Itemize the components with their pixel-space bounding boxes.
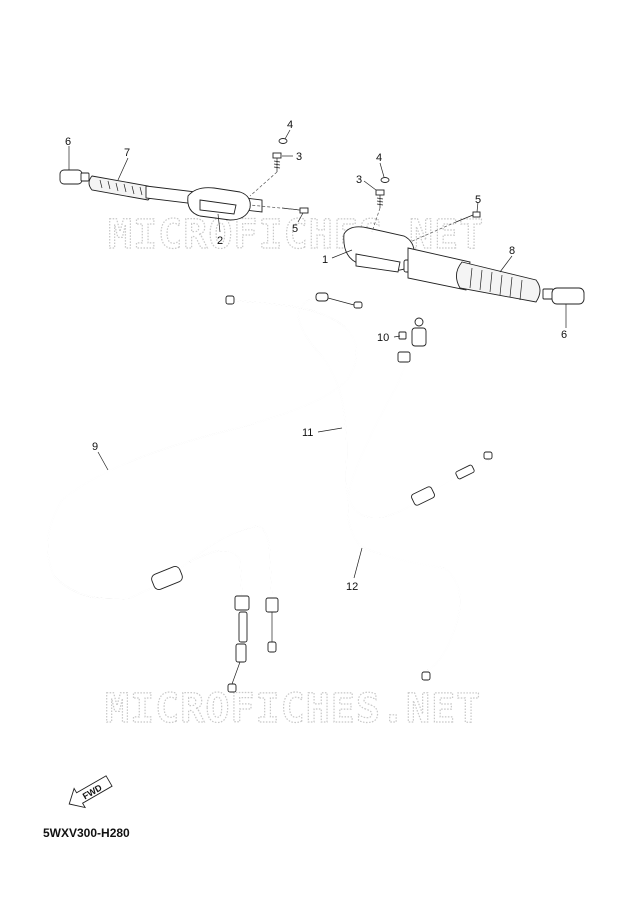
callout-5-left: 5 [292,223,298,235]
cable-junction [151,525,279,693]
callout-9: 9 [92,441,98,453]
right-screw-5 [455,211,481,223]
callout-12: 12 [346,581,358,593]
diagram-code: 5WXV300-H280 [43,826,130,840]
callout-8: 8 [509,245,515,257]
left-bar-end-weight [59,169,90,185]
callout-3-left: 3 [296,151,302,163]
watermark-top: MICROFICHES.NET [108,212,484,258]
callout-7: 7 [124,147,130,159]
callout-6-right: 6 [561,329,567,341]
callout-11: 11 [302,427,313,439]
cable-12 [346,317,461,681]
part-10-bolt [398,331,407,340]
left-screw-3 [272,152,282,172]
callout-3-right: 3 [356,174,362,186]
fwd-arrow-icon: FWD [68,775,113,809]
callout-10: 10 [377,332,389,344]
callout-1: 1 [322,254,328,266]
right-handlebar-assembly [343,177,585,305]
throttle-tube [407,247,471,291]
right-washer-4 [380,177,390,183]
watermark-bottom: MICROFICHES.NET [105,686,481,732]
callouts: 6 7 2 4 3 5 4 3 5 1 8 6 10 11 9 12 [65,119,567,593]
left-grip [88,175,153,201]
callout-4-left: 4 [287,119,293,131]
right-bar-end-weight [542,287,585,305]
cable-adjuster-right [345,451,493,519]
callout-5-right: 5 [475,194,481,206]
left-washer-4 [278,138,288,144]
callout-6-left: 6 [65,136,71,148]
cable-11 [297,292,363,471]
callout-2: 2 [217,235,223,247]
left-handlebar-assembly [59,138,309,221]
right-screw-3 [375,189,385,208]
callout-4-right: 4 [376,152,382,164]
right-switch-housing [343,226,415,273]
right-grip [456,261,541,303]
cable-9 [46,295,358,600]
left-switch-housing [187,187,251,221]
